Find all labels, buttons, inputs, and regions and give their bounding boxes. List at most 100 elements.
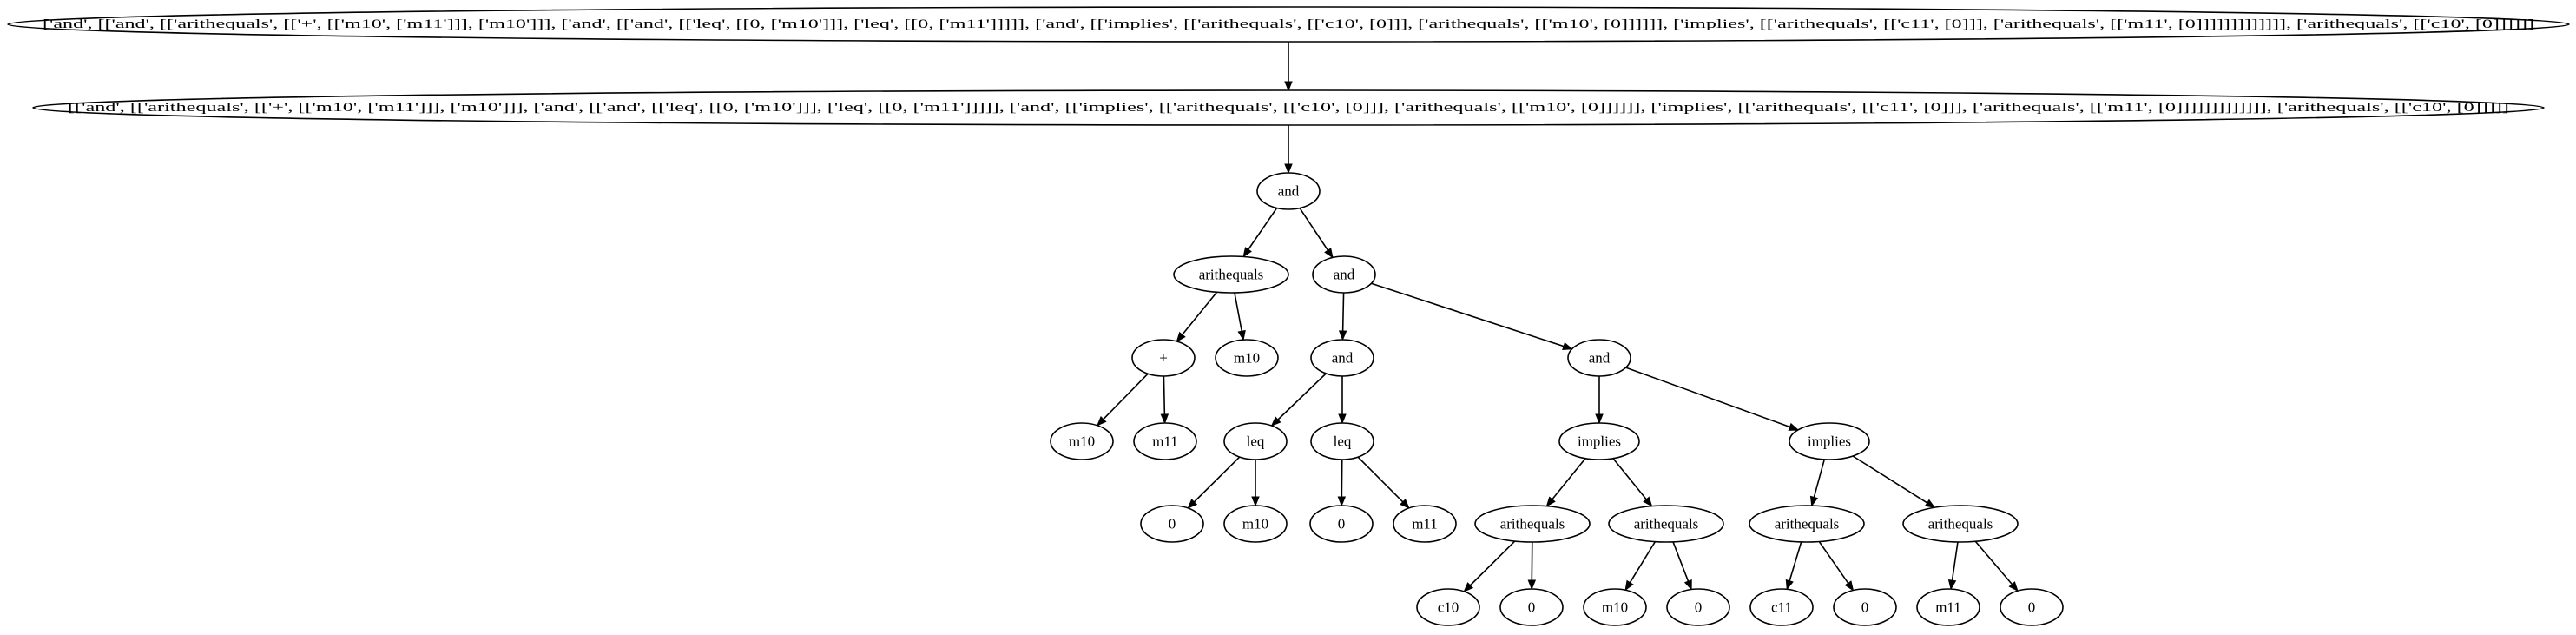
edge-line: [1818, 541, 1849, 584]
node-m10a: m10: [1215, 339, 1279, 377]
node-label-implies: implies: [1808, 433, 1851, 450]
node-label-m10: m10: [1069, 433, 1095, 450]
edge-imp2-to-aeq4: [1809, 459, 1826, 507]
node-ellipse: [1608, 505, 1724, 543]
node-ellipse: [7, 6, 2570, 43]
edge-and4-to-imp1: [1595, 376, 1604, 425]
node-ellipse: [1310, 422, 1374, 460]
arrowhead-icon: [1160, 413, 1169, 425]
node-label-arithequals: arithequals: [1634, 516, 1699, 532]
node-label-and-and-arithequals-m10-: ['and', [['and', [['arithequals', [['+',…: [43, 17, 2534, 31]
node-ellipse: [32, 89, 2545, 126]
node-ellipse: [1567, 339, 1631, 377]
node-ellipse: [1558, 422, 1640, 460]
arrowhead-icon: [1284, 163, 1293, 175]
arrowhead-icon: [1187, 499, 1198, 509]
node-label-m10: m10: [1602, 599, 1628, 616]
node-ellipse: [1133, 422, 1197, 460]
node-ellipse: [1312, 255, 1376, 294]
node-label-arithequals: arithequals: [1500, 516, 1565, 532]
node-aeq4: arithequals: [1749, 505, 1865, 543]
node-ellipse: [1902, 505, 2019, 543]
node-plus: +: [1131, 339, 1196, 377]
node-ellipse: [1223, 422, 1288, 460]
edge-root-to-list: [1284, 42, 1293, 92]
node-label-0: 0: [2028, 599, 2036, 616]
node-m11c: m11: [1916, 588, 1980, 626]
arrowhead-icon: [1338, 413, 1347, 425]
node-m10d: m10: [1583, 588, 1647, 626]
node-list: [['and', [['arithequals', [['+', [['m10'…: [32, 89, 2545, 126]
node-aeq3: arithequals: [1608, 505, 1724, 543]
edge-aeq4-to-c11: [1785, 541, 1802, 591]
arrowhead-icon: [1683, 579, 1692, 591]
edge-aeq1-to-m10a: [1234, 292, 1246, 341]
edge-line: [1629, 541, 1657, 584]
node-label-0: 0: [1169, 516, 1176, 532]
node-label-0: 0: [1695, 599, 1703, 616]
node-label-m10: m10: [1234, 350, 1260, 367]
arrowhead-icon: [1785, 579, 1794, 591]
node-ellipse: [1173, 255, 1289, 294]
node-label-sym: +: [1159, 350, 1168, 367]
edge-and2-to-and4: [1371, 282, 1573, 350]
node-label-and: and: [1334, 267, 1355, 283]
arrowhead-icon: [1176, 331, 1186, 343]
node-ellipse: [1416, 588, 1480, 626]
node-ellipse: [1050, 422, 1114, 460]
node-imp2: implies: [1789, 422, 1870, 460]
node-aeq5: arithequals: [1902, 505, 2019, 543]
node-label-leq: leq: [1334, 433, 1352, 450]
arrowhead-icon: [1924, 499, 1936, 508]
arrowhead-icon: [1844, 580, 1855, 592]
node-label-m11: m11: [1412, 516, 1438, 532]
node-label-0: 0: [1528, 599, 1536, 616]
node-aeq2: arithequals: [1474, 505, 1591, 543]
node-label-arithequals: arithequals: [1775, 516, 1840, 532]
node-and1: and: [1256, 172, 1321, 210]
arrowhead-icon: [1595, 413, 1604, 425]
edge-line: [1625, 367, 1790, 428]
edge-and1-to-and2: [1299, 208, 1334, 259]
node-ellipse: [1223, 505, 1288, 543]
arrowhead-icon: [1788, 422, 1800, 431]
edge-line: [1103, 373, 1149, 420]
edge-imp1-to-aeq2: [1545, 458, 1586, 507]
node-label-c11: c11: [1771, 599, 1792, 616]
arrowhead-icon: [1400, 499, 1410, 509]
arrowhead-icon: [1527, 579, 1537, 591]
arrowhead-icon: [2008, 581, 2019, 592]
edge-line: [1193, 456, 1241, 503]
node-label-c10: c10: [1438, 599, 1459, 616]
arrowhead-icon: [1545, 496, 1556, 507]
node-label-arithequals: arithequals: [1199, 267, 1264, 283]
arrowhead-icon: [1324, 248, 1334, 259]
node-c10: c10: [1416, 588, 1480, 626]
node-label-leq: leq: [1247, 433, 1265, 450]
edge-aeq1-to-plus: [1176, 291, 1218, 343]
edge-aeq5-to-m11c: [1947, 541, 1959, 591]
edge-aeq3-to-z4: [1672, 541, 1692, 591]
node-m11b: m11: [1393, 505, 1457, 543]
node-imp1: implies: [1558, 422, 1640, 460]
arrowhead-icon: [1284, 81, 1293, 92]
arrowhead-icon: [1337, 496, 1347, 507]
node-label-m11: m11: [1152, 433, 1178, 450]
edge-and3-to-leq1: [1270, 373, 1327, 427]
edge-line: [1672, 541, 1690, 582]
edge-line: [1951, 541, 1959, 581]
node-ellipse: [1916, 588, 1980, 626]
node-layer: ['and', [['and', [['arithequals', [['+',…: [7, 6, 2570, 626]
arrowhead-icon: [1096, 415, 1107, 427]
node-label-and: and: [1589, 350, 1611, 367]
edge-leq2-to-m11b: [1357, 456, 1410, 509]
edge-line: [1813, 459, 1826, 498]
node-z3: 0: [1499, 588, 1564, 626]
arrowhead-icon: [1947, 579, 1957, 591]
arrowhead-icon: [1624, 579, 1634, 592]
edge-list-to-and1: [1284, 125, 1293, 175]
node-z6: 0: [2000, 588, 2064, 626]
node-ellipse: [1666, 588, 1730, 626]
node-and3: and: [1310, 339, 1374, 377]
